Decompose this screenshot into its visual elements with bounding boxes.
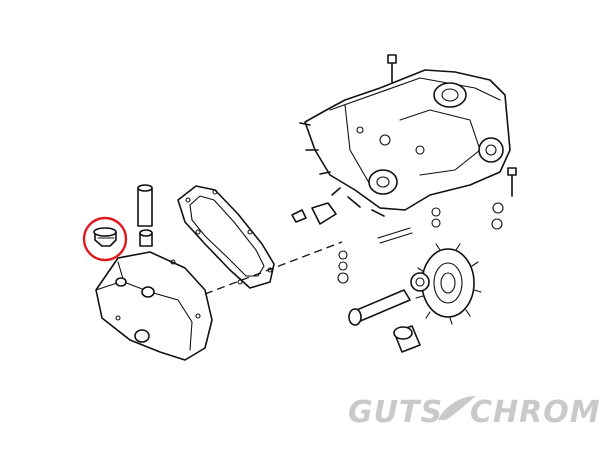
bushing: [393, 325, 421, 353]
dowel-pin: [137, 184, 153, 227]
watermark-right: CHROME: [470, 395, 600, 430]
watermark: GUTS CHROME: [348, 395, 600, 430]
side-cover: [95, 251, 213, 361]
feather-icon: [438, 396, 476, 420]
small-bushing: [139, 229, 153, 247]
shaft: [348, 289, 411, 326]
transmission-case: [299, 54, 511, 211]
drain-plug: [93, 227, 117, 247]
highlight-circle: [82, 216, 128, 262]
gasket: [177, 185, 275, 289]
gear: [410, 243, 482, 325]
watermark-left: GUTS: [348, 395, 443, 430]
assembly-guide-line: [204, 241, 343, 295]
hardware-cluster: [291, 167, 517, 284]
